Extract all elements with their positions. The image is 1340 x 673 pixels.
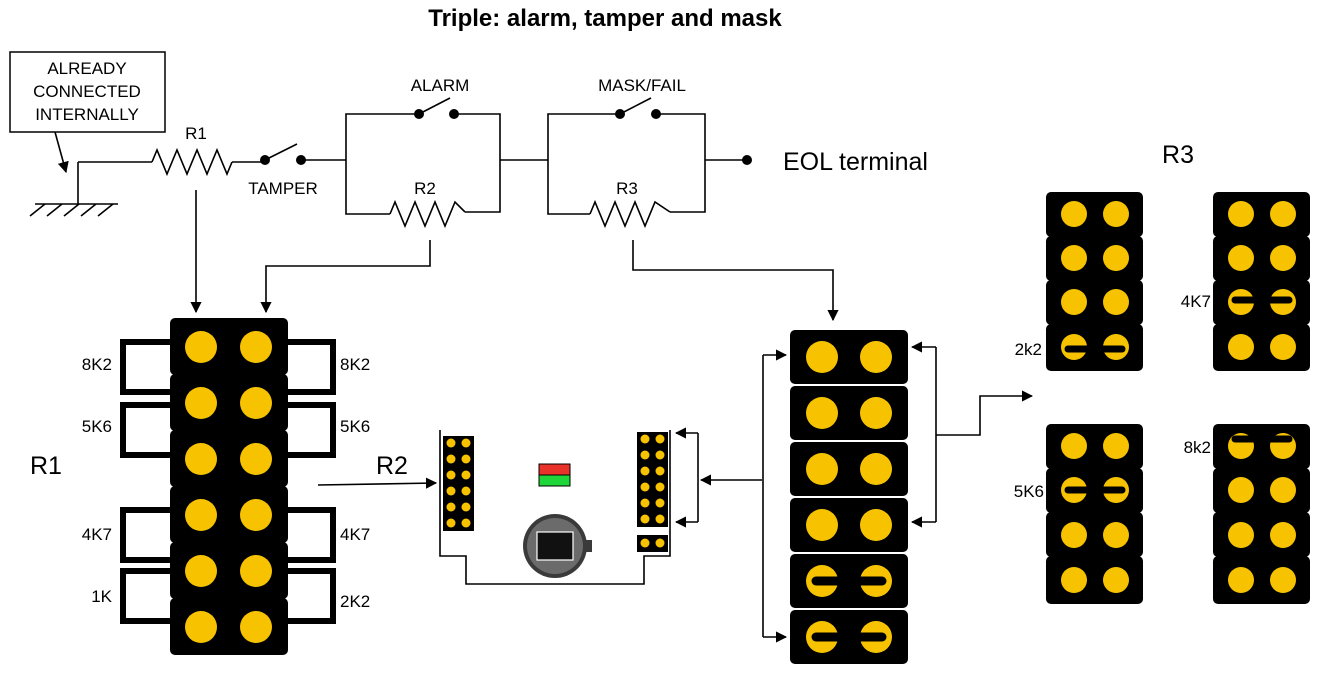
r1-left-value-4: 1K: [91, 587, 112, 606]
r3-option-4k7: [1213, 192, 1310, 371]
r1-right-value-2: 5K6: [340, 417, 370, 436]
ground-symbol: [29, 162, 118, 217]
resistor-r2-symbol: [389, 199, 466, 229]
r3-option-label-8k2: 8k2: [1184, 438, 1211, 457]
r1-block-label: R1: [30, 452, 62, 480]
r1-label: R1: [185, 124, 207, 143]
resistor-r3-symbol: [589, 199, 671, 229]
r3-jumper-column: [790, 330, 908, 664]
r3-option-label-2k2: 2k2: [1015, 340, 1042, 359]
diagram-title: Triple: alarm, tamper and mask: [428, 5, 782, 32]
pir-sensor: [523, 514, 592, 578]
r3-option-2k2: [1046, 192, 1143, 371]
r3-option-label-4k7: 4K7: [1181, 292, 1211, 311]
r1-jumper-block: [120, 318, 336, 655]
callout-line-1: ALREADY: [47, 59, 126, 78]
status-led: [538, 463, 571, 487]
r1-left-value-1: 8K2: [82, 355, 112, 374]
detector-pcb: [439, 430, 671, 585]
r1-left-value-3: 4K7: [82, 525, 112, 544]
r2-block-label: R2: [376, 452, 408, 480]
alarm-label: ALARM: [411, 76, 470, 95]
tamper-label: TAMPER: [248, 179, 318, 198]
r3-option-8k2: [1213, 424, 1310, 604]
callout-line-2: CONNECTED: [33, 82, 141, 101]
internal-connection-callout: ALREADY CONNECTED INTERNALLY: [9, 51, 166, 174]
pcb-right-header: [637, 432, 668, 527]
r3-option-5k6: [1046, 424, 1143, 604]
mask-fail-label: MASK/FAIL: [598, 76, 686, 95]
eol-terminal-label: EOL terminal: [783, 148, 928, 176]
pcb-left-header: [443, 436, 474, 531]
r1-right-value-1: 8K2: [340, 355, 370, 374]
alarm-switch: [418, 97, 451, 115]
pcb-small-header: [637, 535, 668, 552]
r1-right-value-3: 4K7: [340, 525, 370, 544]
resistor-r1-symbol: [151, 147, 233, 177]
r1-right-value-4: 2K2: [340, 592, 370, 611]
tamper-switch: [264, 143, 298, 161]
mask-switch: [619, 97, 652, 115]
r3-group-label: R3: [1162, 141, 1194, 169]
r1-left-value-2: 5K6: [82, 417, 112, 436]
r2-label: R2: [414, 179, 436, 198]
r3-option-label-5k6: 5K6: [1014, 482, 1044, 501]
callout-line-3: INTERNALLY: [35, 105, 139, 124]
r3-label: R3: [616, 179, 638, 198]
main-circuit: [78, 97, 752, 229]
